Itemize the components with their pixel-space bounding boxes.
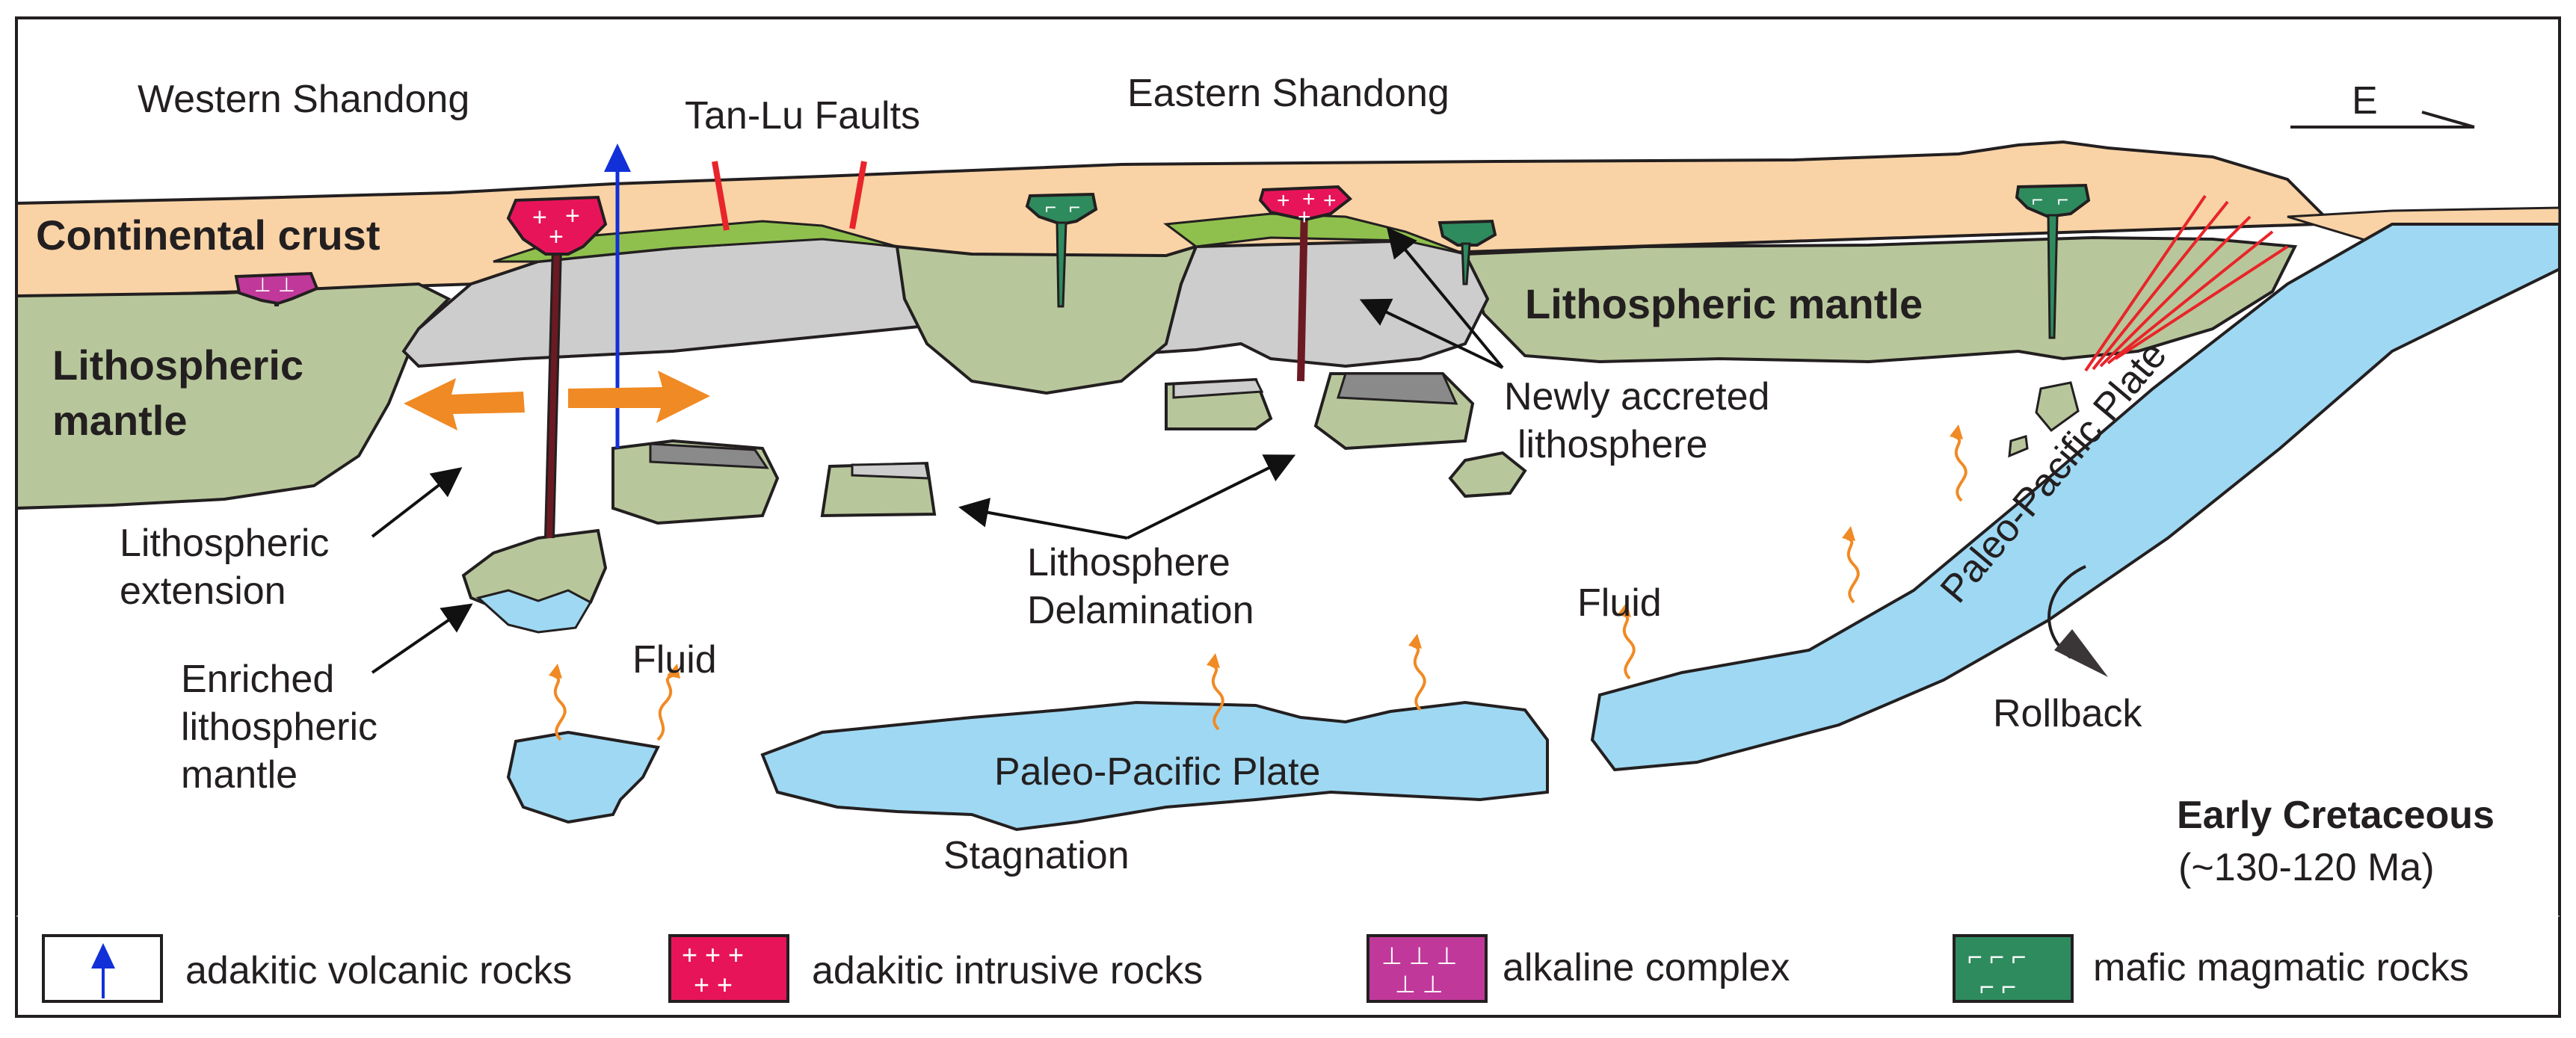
svg-text:⊥: ⊥ [254,274,271,296]
svg-text:⌐ ⌐: ⌐ ⌐ [1979,973,2016,1001]
svg-text:+: + [1298,205,1311,229]
delaminated-block-1 [611,439,780,525]
delamination-label-2: Delamination [1027,589,1254,632]
slab-flat-label: Paleo-Pacific Plate [994,750,1320,794]
svg-text:⊥ ⊥ ⊥: ⊥ ⊥ ⊥ [1381,942,1457,969]
lithospheric-mantle-east-label: Lithospheric mantle [1525,280,1923,327]
corner-pattern-icon [1953,934,2074,1003]
paleo-pacific-slab-dipping [1590,223,2561,772]
paleo-pacific-slab-flat [760,700,1549,832]
western-shandong-label: Western Shandong [138,78,469,121]
legend: adakitic volcanic rocks + + + + + adakit… [42,934,2469,1003]
delaminated-block-5 [1448,451,1527,498]
svg-text:+: + [565,202,580,230]
enriched-label-1: Enriched [181,658,334,701]
delaminated-block-3 [1165,377,1273,430]
svg-text:+: + [532,203,547,232]
period-age: (~130-120 Ma) [2178,846,2435,889]
slab-fragment [506,730,660,824]
legend-item-volcanic: adakitic volcanic rocks [42,934,572,1003]
plus-marks-east: + + + + [1277,187,1337,229]
alkaline-complex [234,271,319,306]
svg-text:⊥ ⊥: ⊥ ⊥ [1395,971,1443,998]
fluid-label-left: Fluid [632,638,717,682]
lithospheric-mantle-east [1463,235,2298,364]
svg-text:+ + +: + + + [682,939,744,970]
extension-label-2: extension [120,569,286,613]
legend-label-alkaline: alkaline complex [1503,946,1790,989]
fluid-label-right: Fluid [1577,581,1662,625]
extension-label-1: Lithospheric [120,522,329,565]
enriched-label-2: lithospheric [181,705,378,749]
delamination-label-1: Lithosphere [1027,541,1230,584]
tan-lu-fault-2 [849,161,867,229]
legend-item-alkaline: ⊥ ⊥ ⊥ ⊥ ⊥ alkaline complex [1366,934,1790,1003]
lithospheric-mantle-west [15,282,452,510]
inverted-t-pattern-icon [1366,934,1488,1003]
adakitic-intrusion-west [506,195,608,256]
pointer-arrows [371,226,1504,674]
volcanic-arrowhead [604,143,631,172]
svg-text:+: + [1323,188,1337,213]
legend-label-intrusive: adakitic intrusive rocks [812,949,1203,992]
legend-label-volcanic: adakitic volcanic rocks [185,949,572,992]
continental-crust-label: Continental crust [36,211,380,259]
fluid-squiggles [552,435,1968,741]
delaminated-block-6 [2035,381,2080,433]
svg-text:⌐: ⌐ [2057,188,2068,211]
plus-pattern-icon [668,934,789,1003]
extension-arrows [404,371,710,430]
tan-lu-faults-label: Tan-Lu Faults [685,94,920,138]
delaminated-block-4 [1313,372,1475,451]
fluid-heads [549,424,1963,679]
rollback-label: Rollback [1993,692,2142,735]
svg-text:+: + [1302,187,1316,211]
delaminated-block-2 [820,461,937,518]
period-name: Early Cretaceous [2177,794,2495,837]
svg-text:⌐ ⌐ ⌐: ⌐ ⌐ ⌐ [1968,943,2026,971]
svg-text:⌐: ⌐ [1069,196,1080,218]
mafic-intrusion-3: ⌐ ⌐ [2015,183,2091,339]
newly-accreted-label-2: lithosphere [1517,423,1707,466]
svg-text:+ +: + + [694,969,733,1000]
svg-text:⌐: ⌐ [1045,196,1056,218]
subduction-faults [2084,194,2289,372]
svg-text:+: + [1277,188,1290,213]
alkaline-marks: ⊥ ⊥ [254,274,295,296]
mantle-keel-central [895,244,1199,395]
stagnation-label: Stagnation [943,834,1130,877]
rollback-arrowhead [2054,629,2108,677]
legend-item-intrusive: + + + + + adakitic intrusive rocks [668,934,1203,1003]
svg-text:+: + [549,223,564,251]
enriched-mantle-blob [461,528,608,634]
lithospheric-mantle-west-label-1: Lithospheric [52,342,303,389]
legend-item-mafic: ⌐ ⌐ ⌐ ⌐ ⌐ mafic magmatic rocks [1953,934,2469,1003]
diagram-frame [15,16,2561,1018]
enriched-label-3: mantle [181,753,298,797]
svg-text:⊥: ⊥ [278,274,295,296]
tan-lu-fault-1 [712,161,730,231]
mafic-intrusion-2 [1438,219,1497,285]
delaminated-block-7 [2008,435,2029,458]
accreted-strip-west [493,220,898,263]
lithospheric-mantle-west-label-2: mantle [52,397,188,444]
plus-marks-west: + + + [532,202,580,251]
svg-text:⌐: ⌐ [2032,188,2043,211]
legend-label-mafic: mafic magmatic rocks [2093,946,2469,989]
direction-label: E [2352,79,2378,123]
newly-accreted-label-1: Newly accreted [1504,375,1769,418]
feeder-dike-east [1297,207,1308,382]
mafic-intrusion-1: ⌐ ⌐ [1025,192,1098,308]
direction-arrow-icon [2421,111,2475,129]
adakitic-intrusion-east [1258,185,1353,222]
eastern-shandong-label: Eastern Shandong [1127,72,1449,115]
